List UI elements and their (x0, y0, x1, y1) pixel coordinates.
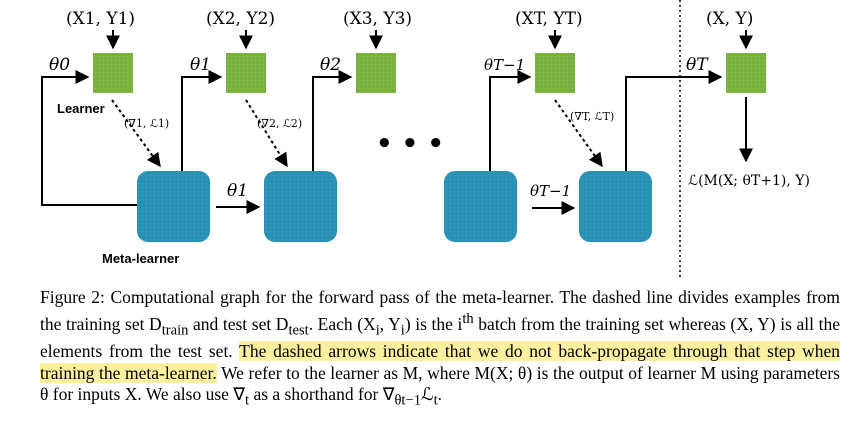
flow-arrows (41, 70, 753, 215)
grad-label-2: (∇2, ℒ2) (257, 117, 302, 130)
meta-box-4 (579, 171, 652, 242)
learner-box-T (535, 53, 575, 93)
thetaT-arrow (625, 70, 723, 171)
caption-s2d: . (437, 384, 443, 405)
caption-s1c: . Each (X (308, 313, 376, 334)
caption-s2c-sub: t (433, 392, 438, 409)
meta-thetaT1-label: θT−1 (530, 182, 571, 200)
theta1-arrow (181, 70, 223, 171)
caption-s1e: ) is the i (404, 313, 463, 334)
theta0-arrow (41, 70, 137, 206)
caption-s1c-sub: i (375, 321, 380, 338)
grad-label-1: (∇1, ℒ1) (124, 117, 169, 130)
thetaT-label: θT (686, 55, 709, 75)
learner-label: Learner (57, 101, 105, 116)
input-arrows (106, 30, 753, 50)
meta-box-3 (444, 171, 517, 242)
param-labels: θ0 θ1 θ2 θT−1 θT θ1 θT−1 (49, 55, 709, 201)
meta-theta1-label: θ1 (227, 181, 248, 201)
caption-s1b-sub: test (288, 321, 309, 338)
caption-label: Figure 2: (40, 287, 105, 307)
input-label-2: (X2, Y2) (206, 9, 275, 29)
input-labels: (X1, Y1) (X2, Y2) (X3, Y3) (XT, YT) (X, … (66, 9, 753, 29)
learner-box-test (726, 53, 766, 93)
theta2-label: θ2 (320, 55, 341, 75)
caption-s2c: ℒ (420, 384, 434, 405)
grad-arrow-1 (111, 99, 161, 168)
thetaT1-arrow (489, 70, 532, 171)
output-loss-label: ℒ(M(X; θT+1), Y) (688, 173, 810, 189)
caption-s2-sub: t (245, 392, 250, 409)
caption-s1d-sub: i (400, 321, 405, 338)
theta1-label: θ1 (190, 55, 211, 75)
learner-box-1 (93, 53, 133, 93)
grad-label-T: (∇T, ℒT) (570, 110, 614, 123)
meta-learner-boxes (137, 171, 652, 242)
learner-boxes (93, 53, 766, 93)
input-label-3: (X3, Y3) (343, 9, 412, 29)
theta2-arrow (312, 70, 353, 171)
theta0-label: θ0 (49, 55, 70, 75)
caption-s1e-sup: th (462, 310, 474, 327)
ellipsis: • • • (376, 129, 444, 159)
learner-box-2 (226, 53, 266, 93)
caption-s1d: , Y (379, 313, 401, 334)
thetaT1-label: θT−1 (484, 56, 525, 74)
caption-s2b-sub: θt−1 (394, 392, 421, 409)
input-label-T: (XT, YT) (515, 9, 583, 29)
grad-arrow-T (554, 99, 603, 168)
learner-box-3 (356, 53, 396, 93)
caption-s1f: batch from the training set whereas (X, … (40, 313, 840, 362)
input-label-test: (X, Y) (706, 9, 753, 29)
caption-s1: Computational graph for the forward pass… (40, 287, 841, 334)
meta-box-2 (264, 171, 337, 242)
gradient-arrows (111, 99, 603, 168)
caption-s1b: and test set D (188, 313, 289, 334)
meta-learner-label: Meta-learner (102, 251, 179, 266)
gradient-labels: (∇1, ℒ1) (∇2, ℒ2) (∇T, ℒT) (124, 110, 614, 130)
meta-box-1 (137, 171, 210, 242)
caption-s2: We refer to the learner as M, where M(X;… (40, 362, 840, 405)
input-label-1: (X1, Y1) (66, 9, 135, 29)
grad-arrow-2 (245, 99, 288, 168)
caption-s2b: as a shorthand for ∇ (249, 384, 395, 405)
figure-caption: Figure 2: Computational graph for the fo… (40, 287, 840, 412)
meta-learner-diagram: (X1, Y1) (X2, Y2) (X3, Y3) (XT, YT) (X, … (41, 0, 810, 280)
caption-s1-sub: train (161, 321, 189, 338)
